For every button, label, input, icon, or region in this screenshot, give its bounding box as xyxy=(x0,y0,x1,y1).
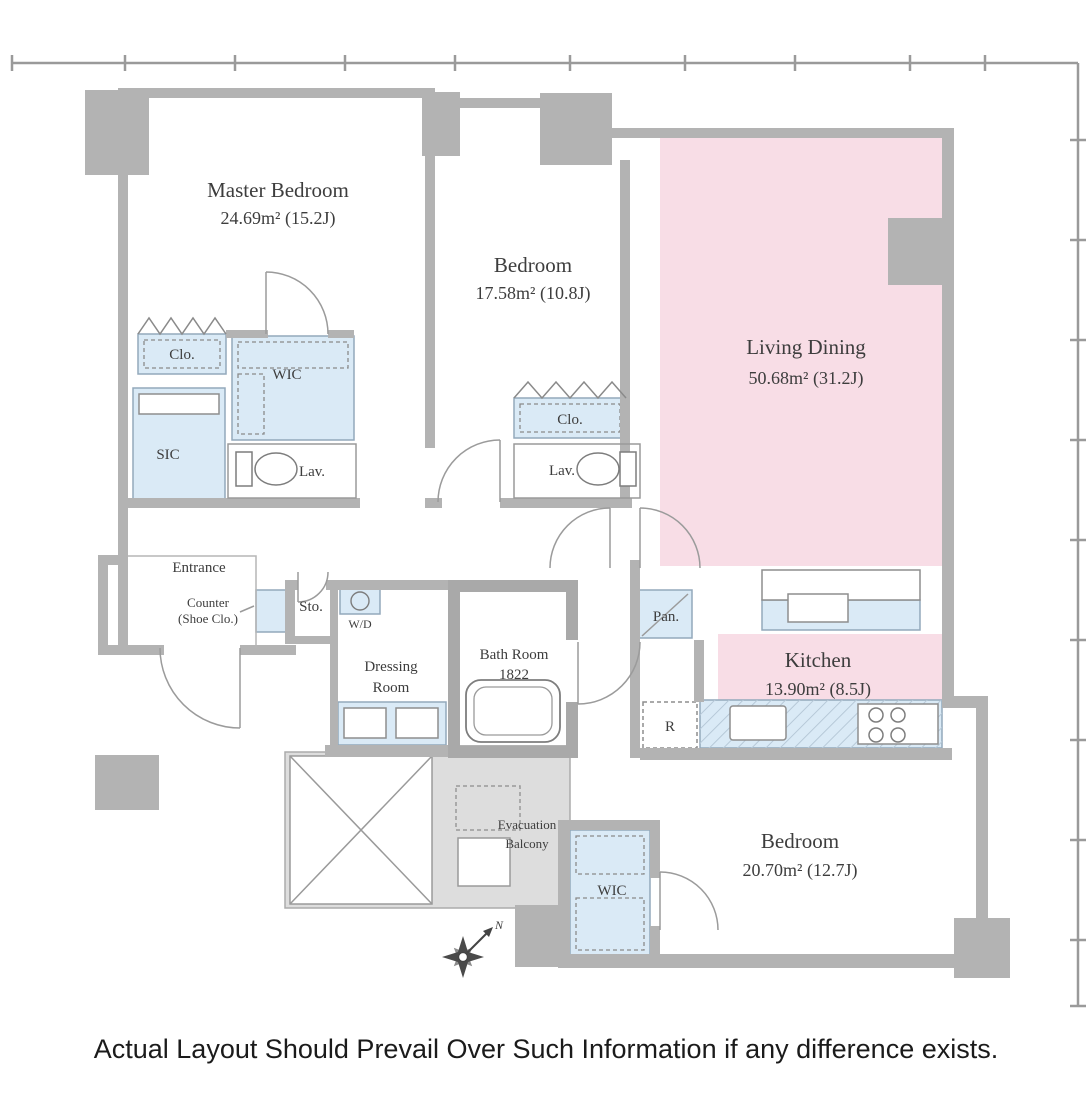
thin-outlines xyxy=(128,443,641,648)
counter-label-line1: Counter xyxy=(187,595,230,610)
evacuation-balcony-label-line1: Evacuation xyxy=(498,817,557,832)
storage-label: Sto. xyxy=(299,599,323,615)
toilet-bowl xyxy=(254,452,298,486)
wic-master xyxy=(231,335,355,441)
bedroom2-area: 17.58m² (10.8J) xyxy=(476,283,591,304)
walls xyxy=(98,88,1010,978)
closet-master-label: Clo. xyxy=(169,347,194,363)
wic-master-label: WIC xyxy=(272,367,301,383)
storage-door xyxy=(297,571,329,603)
living-dining-area: 50.68m² (31.2J) xyxy=(749,368,864,389)
bedroom3-area: 20.70m² (12.7J) xyxy=(743,860,858,881)
hallway-door xyxy=(549,507,611,569)
living-dining-floor xyxy=(660,136,942,566)
counter-arrow xyxy=(239,605,255,613)
closet-bedroom2 xyxy=(513,397,627,439)
wic-bedroom3-label: WIC xyxy=(597,883,626,899)
kitchen-sink xyxy=(729,705,787,741)
lavatory-master-outline xyxy=(227,443,357,499)
bedroom3-door xyxy=(659,871,719,931)
dressing-room-label-line2: Room xyxy=(373,680,410,696)
closet-bedroom2-label: Clo. xyxy=(557,412,582,428)
master-bedroom-name: Master Bedroom xyxy=(207,178,349,202)
master-bedroom-door xyxy=(265,271,329,335)
lavatory2-label: Lav. xyxy=(549,463,575,479)
living-dining-door xyxy=(639,507,701,569)
bathtub-inner xyxy=(473,686,553,736)
wic-bedroom3-area xyxy=(569,829,651,957)
bath-room-label: Bath Room xyxy=(480,647,549,663)
stove-burners xyxy=(868,707,906,743)
sic-label: SIC xyxy=(156,447,179,463)
toilet-icons xyxy=(235,451,637,487)
vanity-sink xyxy=(343,707,387,739)
dressing-room-label-line1: Dressing xyxy=(364,659,418,675)
pantry-door xyxy=(641,593,689,637)
shoe-counter xyxy=(255,589,289,633)
counter-label-line2: (Shoe Clo.) xyxy=(178,611,238,626)
toilet-tank xyxy=(619,451,637,487)
bath-room xyxy=(448,580,580,758)
bath-room-size-label: 1822 xyxy=(499,667,529,683)
entrance-step-line xyxy=(128,555,257,648)
bedroom2-door xyxy=(437,439,501,503)
sic-shelf xyxy=(138,393,220,415)
entrance-door xyxy=(159,647,241,729)
bath-door-gap xyxy=(566,640,580,702)
disclaimer-caption: Actual Layout Should Prevail Over Such I… xyxy=(93,1034,999,1064)
washer-icon xyxy=(350,591,370,611)
evacuation-balcony-label-line2: Balcony xyxy=(505,836,549,851)
vanity-sink xyxy=(395,707,439,739)
bath-door xyxy=(577,641,641,705)
toilet-tank xyxy=(235,451,253,487)
pantry-label: Pan. xyxy=(653,609,679,625)
room-labels: Master Bedroom 24.69m² (15.2J) Bedroom 1… xyxy=(156,178,871,899)
white-fixtures xyxy=(138,393,939,749)
closet-master xyxy=(137,333,227,375)
kitchen-name: Kitchen xyxy=(785,648,852,672)
folding-door-icons xyxy=(137,316,627,400)
bathtub xyxy=(465,679,561,743)
lavatory2-outline xyxy=(513,443,641,499)
master-bedroom-area: 24.69m² (15.2J) xyxy=(221,208,336,229)
evac-box xyxy=(457,837,511,887)
compass-north-mark: N xyxy=(494,918,504,932)
living-dining-name: Living Dining xyxy=(746,335,866,359)
toilet-bowl xyxy=(576,452,620,486)
bedroom2-name: Bedroom xyxy=(494,253,572,277)
evac-dashed-box xyxy=(455,785,521,831)
island-sink xyxy=(787,593,849,623)
refrigerator-space xyxy=(642,701,698,749)
kitchen-area: 13.90m² (8.5J) xyxy=(765,679,871,700)
evacuation-balcony-details xyxy=(289,755,521,905)
refrigerator-label: R xyxy=(665,719,675,735)
compass-icon: N xyxy=(442,918,504,978)
kitchen-floor xyxy=(718,634,942,700)
balcony-railing xyxy=(10,55,1086,1008)
bedroom3-name: Bedroom xyxy=(761,829,839,853)
lavatory-master-label: Lav. xyxy=(299,464,325,480)
entrance-label: Entrance xyxy=(172,560,226,576)
door-swings xyxy=(159,271,719,931)
washer-dryer-label: W/D xyxy=(348,617,372,631)
